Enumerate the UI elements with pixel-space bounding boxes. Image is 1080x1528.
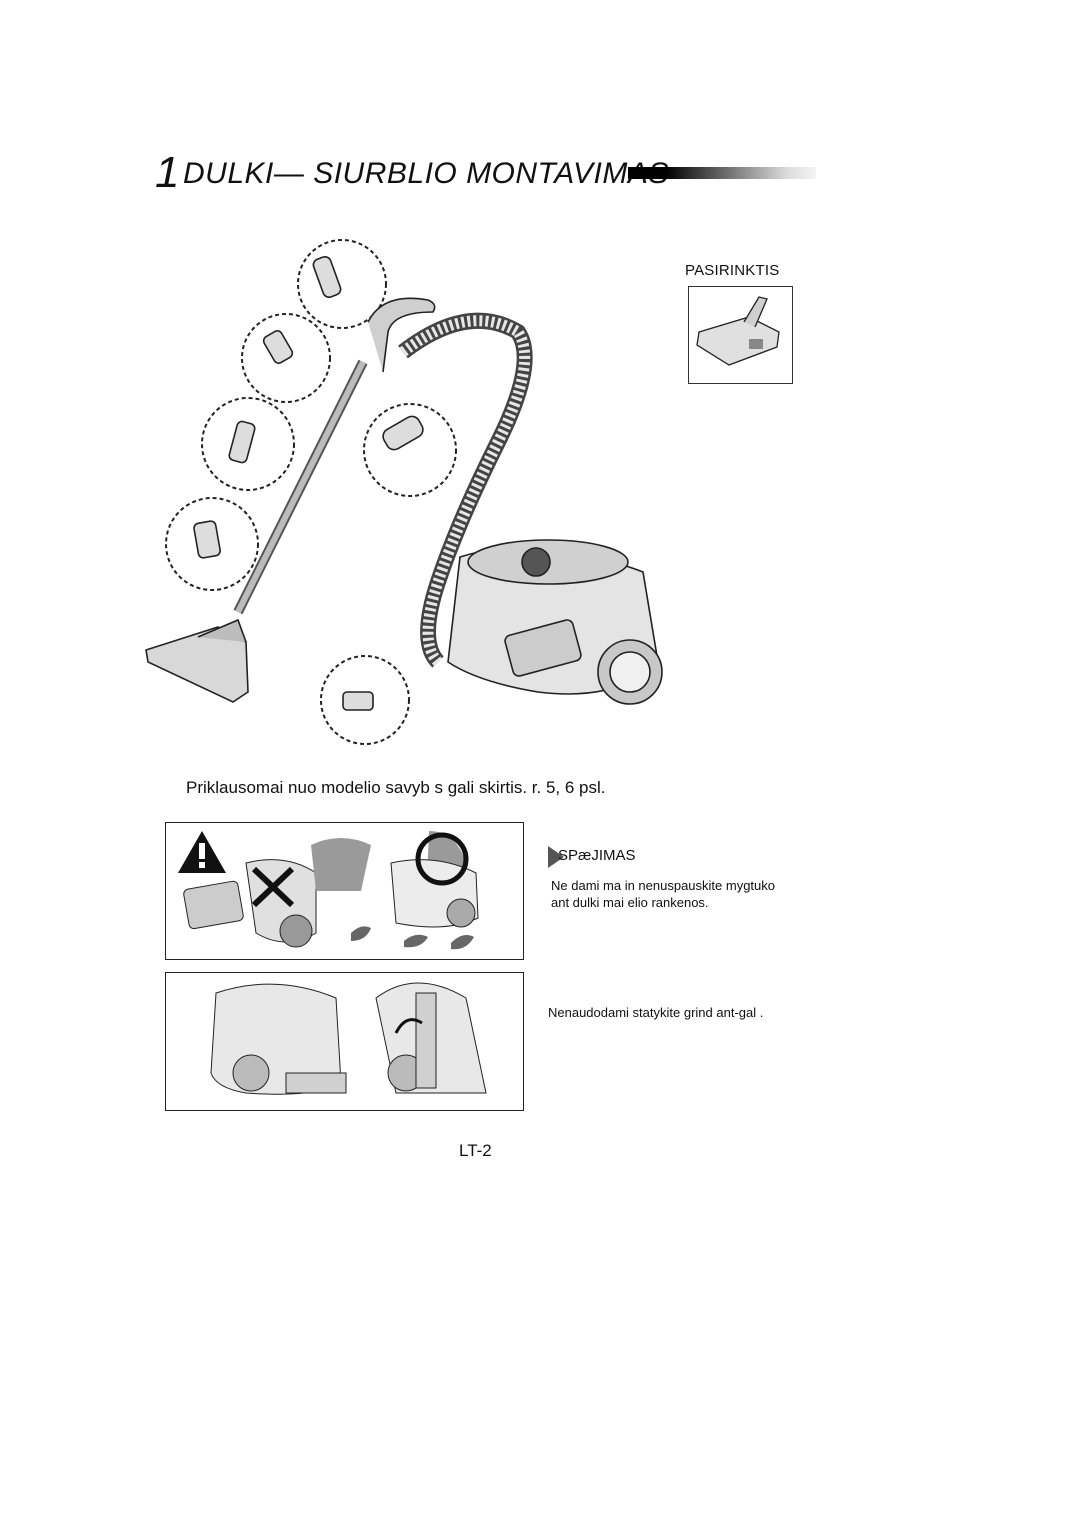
prohibited-x-icon <box>251 866 295 908</box>
warning-label: SPæJIMAS <box>558 847 636 864</box>
title-gradient-bar <box>628 167 816 179</box>
warning-note-carry: Ne dami ma in nenuspauskite mygtuko ant … <box>551 878 776 910</box>
storage-panel <box>165 972 524 1111</box>
page-title: 1 DULKI— SIURBLIO MONTAVIMAS <box>155 148 835 198</box>
optional-accessory-box <box>688 286 793 384</box>
page-number: LT-2 <box>459 1141 492 1160</box>
caution-icon <box>178 831 226 873</box>
floor-brush-illustration <box>696 296 780 366</box>
storage-note: Nenaudodami statykite grind ant-gal . <box>548 1005 764 1020</box>
ok-circle-icon <box>415 832 469 886</box>
vacuum-assembly-illustration <box>145 239 663 745</box>
warning-arrow-icon <box>548 846 564 868</box>
model-caption: Priklausomai nuo modelio savyb s gali sk… <box>186 778 606 797</box>
title-text: DULKI— SIURBLIO MONTAVIMAS <box>183 157 669 190</box>
detail-circles <box>165 239 457 745</box>
warning-panel-carry <box>165 822 524 960</box>
title-number: 1 <box>155 148 180 197</box>
storage-illustration <box>210 982 487 1095</box>
optional-label: PASIRINKTIS <box>685 262 780 279</box>
